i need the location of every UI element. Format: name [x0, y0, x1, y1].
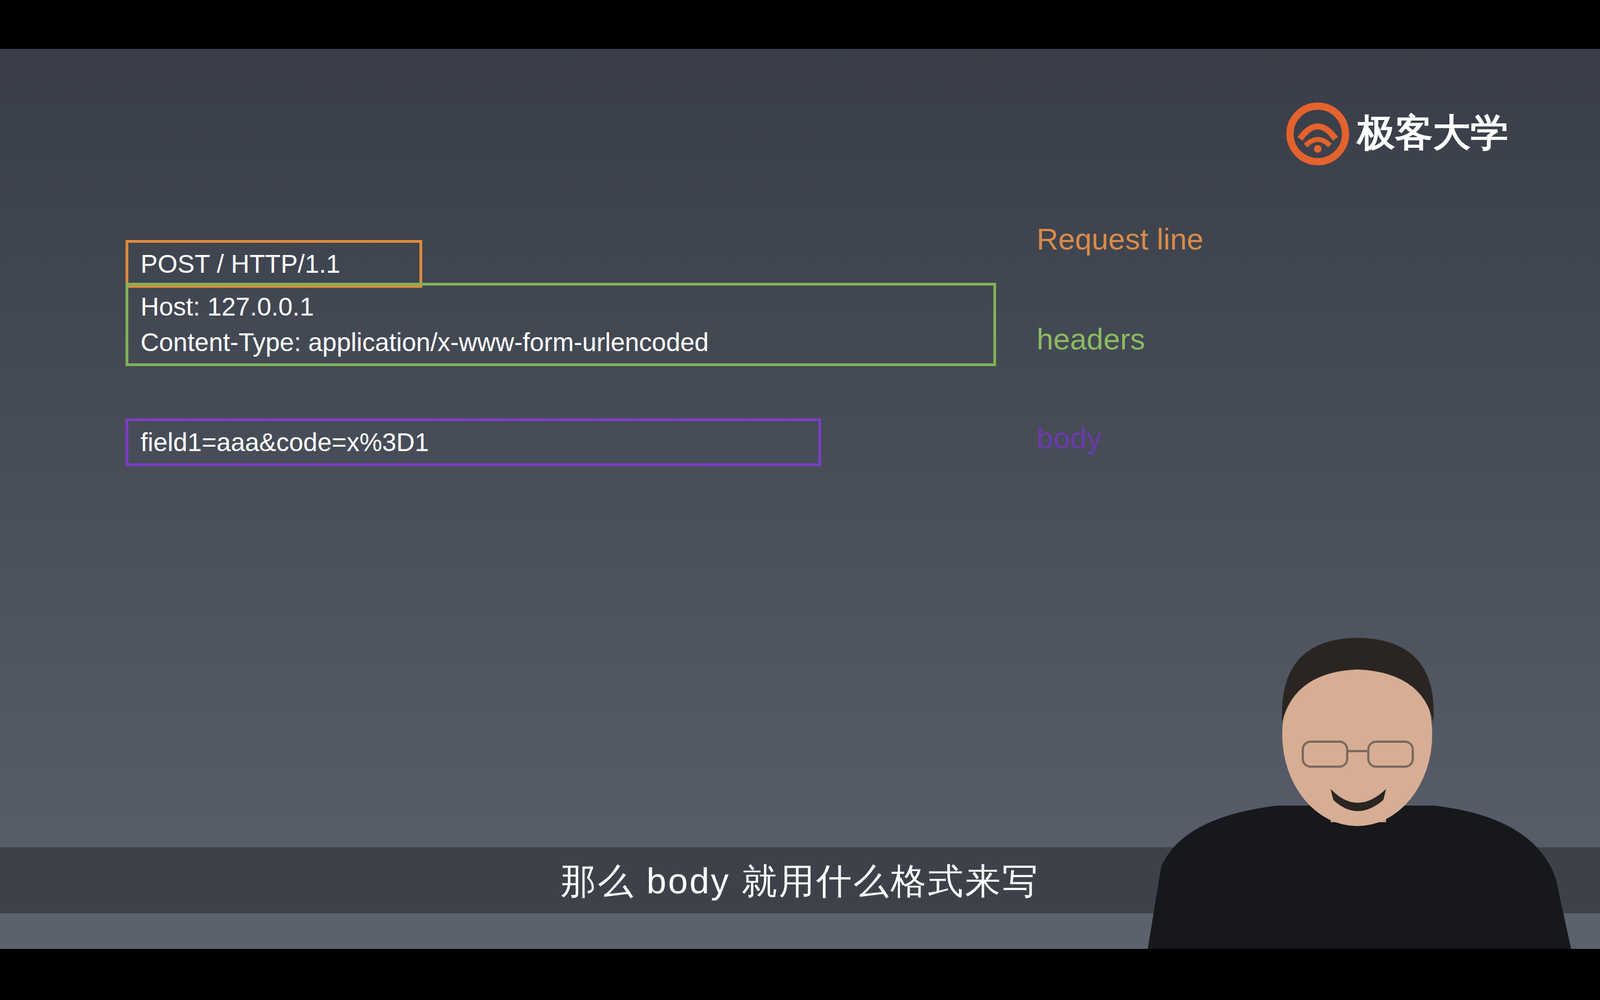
headers-box: Host: 127.0.0.1Content-Type: application… — [125, 282, 997, 367]
logo-text: 极客大学 — [1357, 108, 1509, 157]
letterbox-bar — [0, 948, 1600, 1000]
section-label: Request line — [1036, 220, 1204, 258]
http-text: field1=aaa&code=x%3D1 — [140, 424, 807, 460]
section-label: body — [1036, 418, 1102, 457]
section-label: headers — [1036, 320, 1145, 358]
subtitle: 那么 body 就用什么格式来写 — [560, 858, 1040, 904]
http-text: Host: 127.0.0.1 — [140, 288, 982, 325]
http-text: Content-Type: application/x-www-form-url… — [140, 324, 982, 360]
body-box: field1=aaa&code=x%3D1 — [125, 418, 822, 467]
request-line-box: POST / HTTP/1.1 — [125, 240, 423, 288]
presenter-figure — [1147, 637, 1572, 949]
slide-ground — [0, 48, 1600, 949]
logo-icon — [1290, 106, 1346, 162]
http-text: POST / HTTP/1.1 — [140, 246, 408, 282]
letterbox-bar — [0, 0, 1600, 49]
